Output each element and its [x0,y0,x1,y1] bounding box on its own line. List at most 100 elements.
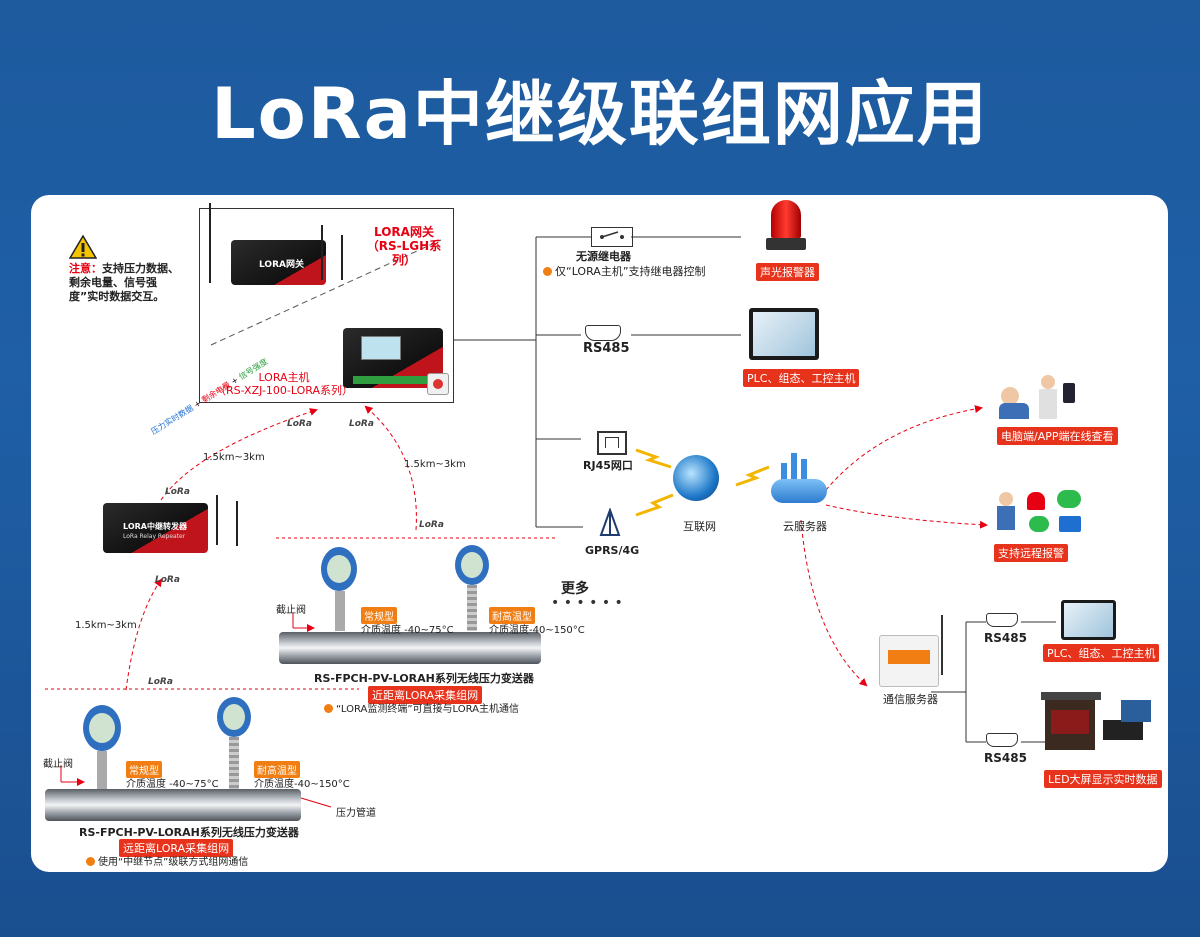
internet-label: 互联网 [683,520,716,533]
cloud-server-icon [771,453,827,505]
far-note-text: 使用“中继节点”级联方式组网通信 [98,857,249,868]
host-name: LORA主机 [258,371,310,384]
db9-port-icon [986,733,1018,747]
note-text: 注意：支持压力数据、剩余电量、信号强度”实时数据交互。 [69,262,184,304]
distance-label: 1.5km~3km [203,452,265,463]
tower-icon [599,507,621,540]
lora-badge: LoRa [349,419,374,429]
warning-icon [68,234,98,263]
relay-switch-icon [591,227,633,247]
rs485-top-label: RS485 [583,341,630,356]
pipe-label: 压力管道 [336,808,376,819]
far-pressure-pipe [45,789,301,821]
cloud-label: 云服务器 [783,520,827,533]
relay-note-text: 仅“LORA主机”支持继电器控制 [555,265,706,278]
far-normal-temp: 介质温度 -40~75°C [126,779,219,790]
rj45-label: RJ45网口 [583,459,633,472]
touch-panel-icon [1061,600,1116,640]
distance-label: 1.5km~3km [75,620,137,631]
more-label: 更多 [561,581,589,597]
diagram-panel: • • • • • • 注意：支持压力数据、剩余电量、信号强度”实时数据交互。 … [31,195,1168,872]
host-label: LORA主机 （RS-XZJ-100-LORA系列） [199,371,369,397]
siren-icon [766,200,806,250]
repeater-face-label: LORA中继转发器 [123,522,187,531]
led-screen-icon [1041,692,1156,764]
antenna-icon [341,235,343,280]
db9-port-icon [585,325,621,341]
near-pressure-pipe [279,632,541,664]
gateway-name: LORA网关 [374,225,434,239]
note-body: 支持压力数据、剩余电量、信号强度”实时数据交互。 [69,262,179,303]
transmitter-stem [97,751,107,789]
near-model-label: RS-FPCH-PV-LORAH系列无线压力变送器 [314,672,534,685]
far-note: 使用“中继节点”级联方式组网通信 [86,853,248,868]
page-title: LoRa中继级联组网应用 [211,73,989,155]
lora-badge: LoRa [287,419,312,429]
plc-a-label: PLC、组态、工控主机 [1043,644,1160,662]
db9-port-icon [986,613,1018,627]
near-normal-tag: 常规型 [361,607,397,624]
lora-host-device [343,328,443,388]
wechat-icon [1057,490,1081,508]
lora-gateway-device: LORA网关 [231,240,326,285]
far-high-tag: 耐高温型 [254,761,300,778]
terminal-block [353,376,433,384]
gateway-model: （RS-LGH系列） [366,239,442,267]
siren-label: 声光报警器 [756,263,819,281]
near-note: “LORA监测终端”可直接与LORA主机通信 [324,700,519,715]
touch-panel-icon [749,308,819,360]
note-prefix: 注意： [69,262,102,275]
gprs-label: GPRS/4G [585,544,640,557]
led-screen-label: LED大屏显示实时数据 [1044,770,1162,788]
gateway-host-box [199,208,454,403]
transmitter-stem [467,585,477,631]
gateway-label: LORA网关 （RS-LGH系列） [359,225,449,267]
near-transmitter-high [455,545,489,585]
antenna-icon [941,615,943,675]
far-tag: 远距离LORA采集组网 [119,839,234,857]
comm-server-device [879,635,939,687]
rs485-b-label: RS485 [984,751,1027,765]
remote-alarm-icons [997,490,1089,538]
rj45-port-icon [597,431,627,455]
pc-app-label: 电脑端/APP端在线查看 [997,427,1118,445]
transmitter-stem [335,591,345,631]
far-transmitter-normal [83,705,121,751]
gateway-face-label: LORA网关 [259,260,304,270]
lora-badge: LoRa [419,520,444,530]
far-valve-label: 截止阀 [43,759,73,770]
connection-lines: • • • • • • [45,236,1056,808]
antenna-icon [209,203,211,283]
host-screen [361,336,401,360]
near-normal-temp: 介质温度 -40~75°C [361,625,454,636]
antenna-icon [321,225,323,280]
user-devices-icon [999,375,1084,420]
alarm-light-icon [1027,492,1045,510]
near-note-text: “LORA监测终端”可直接与LORA主机通信 [336,704,519,715]
relay-note: 仅“LORA主机”支持继电器控制 [543,263,706,279]
far-normal-tag: 常规型 [126,761,162,778]
near-high-tag: 耐高温型 [489,607,535,624]
near-high-temp: 介质温度-40~150°C [489,625,585,636]
antenna-icon [216,495,218,545]
repeater-sub-label: LoRa Relay Repeater [123,533,186,540]
far-transmitter-high [217,697,251,737]
remote-alarm-label: 支持远程报警 [994,544,1068,562]
far-high-temp: 介质温度-40~150°C [254,779,350,790]
email-icon [1059,516,1081,532]
lora-badge: LoRa [155,575,180,585]
lora-badge: LoRa [165,487,190,497]
distance-label: 1.5km~3km [404,459,466,470]
alarm-button-icon [427,373,449,395]
near-transmitter-normal [321,547,357,591]
relay-label: 无源继电器 [576,250,631,263]
lora-repeater-device: LORA中继转发器 LoRa Relay Repeater [103,503,208,553]
plc-top-label: PLC、组态、工控主机 [743,369,860,387]
antenna-icon [236,501,238,546]
transmitter-stem [229,737,239,789]
host-model: （RS-XZJ-100-LORA系列） [214,384,354,397]
svg-text:• • • • • •: • • • • • • [551,595,623,611]
lora-badge: LoRa [148,677,173,687]
near-tag: 近距离LORA采集组网 [368,686,483,704]
globe-icon [673,455,719,501]
